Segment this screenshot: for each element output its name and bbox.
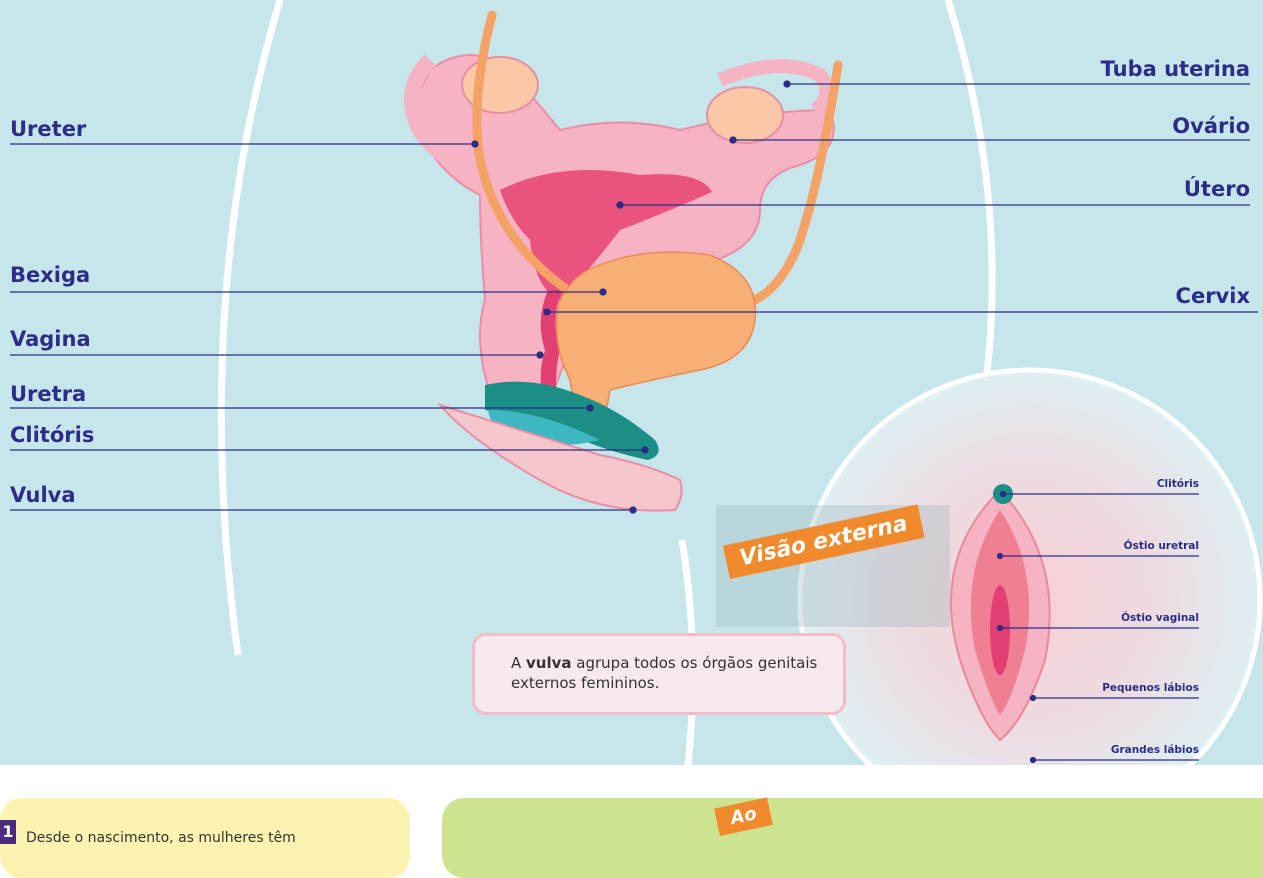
right-ovary — [707, 87, 783, 143]
label-cervix: Cervix — [1176, 284, 1250, 308]
label-bexiga: Bexiga — [10, 263, 90, 287]
body-outline-right — [948, 0, 992, 390]
label-vulva: Vulva — [10, 483, 76, 507]
label-ostio-vaginal: Óstio vaginal — [1121, 612, 1199, 624]
label-ureter: Ureter — [10, 117, 86, 141]
label-pequenos-labios: Pequenos lábios — [1102, 682, 1199, 694]
intro-text: Desde o nascimento, as mulheres têm — [26, 830, 296, 846]
body-outline-left — [221, 0, 280, 655]
label-grandes-labios: Grandes lábios — [1111, 744, 1199, 756]
label-uretra: Uretra — [10, 382, 86, 406]
anatomy-panel: Ureter Bexiga Vagina Uretra Clitóris Vul… — [0, 0, 1263, 765]
label-vagina: Vagina — [10, 327, 91, 351]
label-clitoris: Clitóris — [10, 423, 94, 447]
section-number: 1 — [0, 820, 16, 844]
label-ostio-uretral: Óstio uretral — [1124, 540, 1199, 552]
label-ovario: Ovário — [1172, 114, 1250, 138]
note-bold: vulva — [526, 654, 572, 672]
info-box-green — [442, 798, 1263, 878]
label-ext-clitoris: Clitóris — [1157, 478, 1199, 490]
vulva-note: A vulva agrupa todos os órgãos genitais … — [472, 633, 846, 715]
label-tuba-uterina: Tuba uterina — [1101, 57, 1250, 81]
label-utero: Útero — [1184, 177, 1250, 201]
note-prefix: A — [511, 654, 526, 672]
